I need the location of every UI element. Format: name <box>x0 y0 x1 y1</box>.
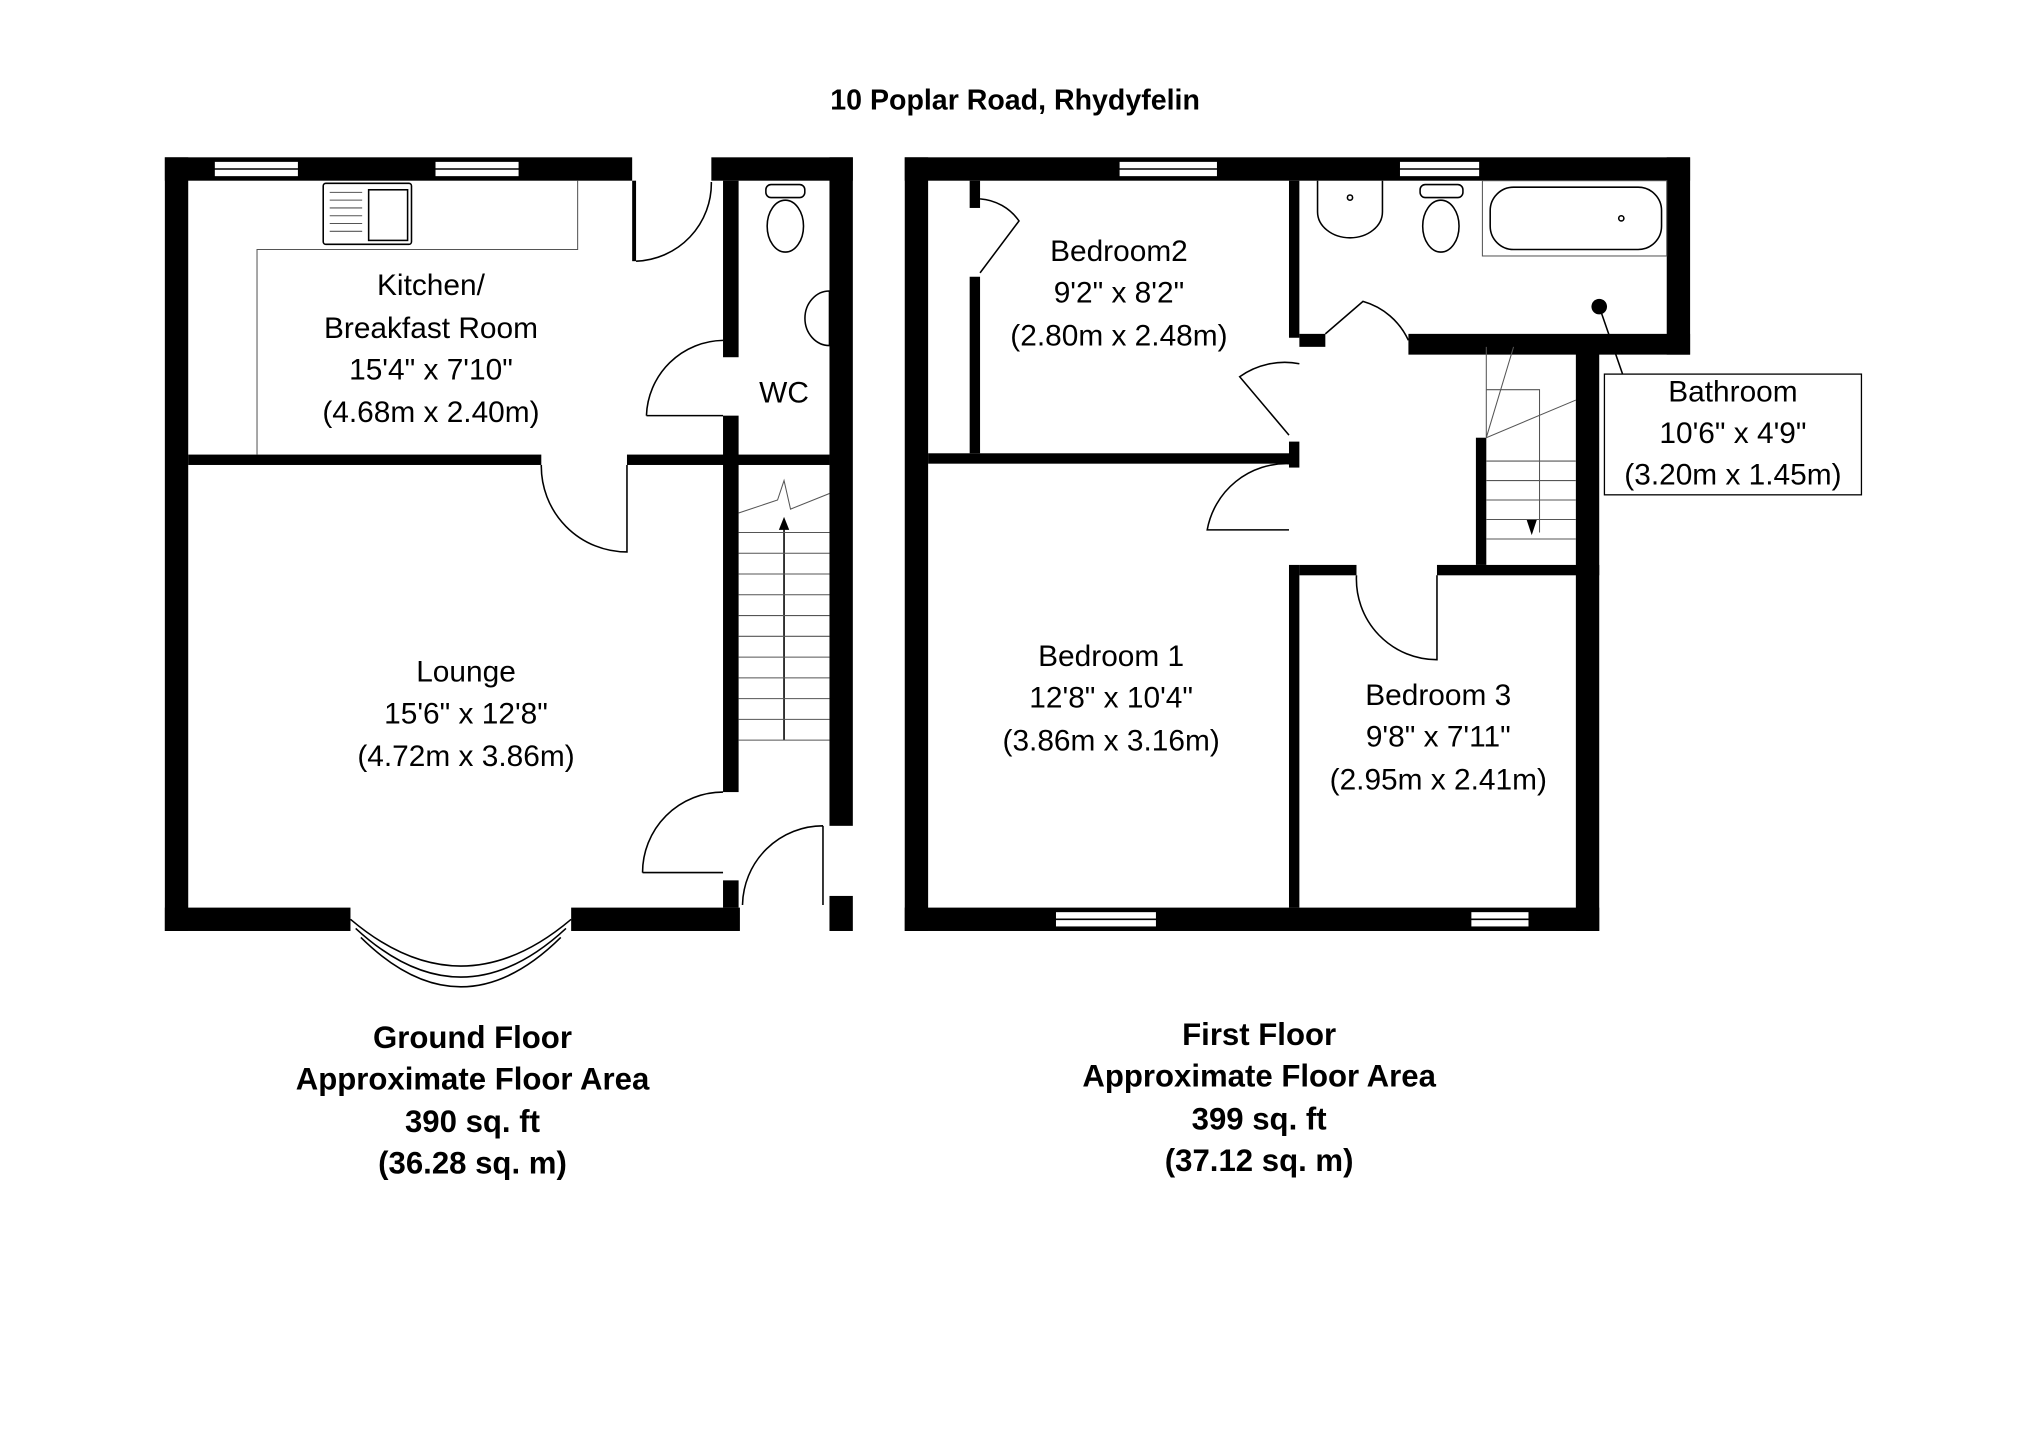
first-floor-plan: Bedroom2 9'2" x 8'2" (2.80m x 2.48m) Bat… <box>904 157 1863 931</box>
room-label-bedroom1: Bedroom 1 12'8" x 10'4" (3.86m x 3.16m) <box>1003 640 1220 757</box>
svg-text:9'2" x 8'2": 9'2" x 8'2" <box>1054 277 1184 310</box>
svg-text:(36.28 sq. m): (36.28 sq. m) <box>378 1146 567 1181</box>
svg-text:Breakfast Room: Breakfast Room <box>324 312 538 345</box>
basin-icon <box>804 290 831 347</box>
kitchen-worktop-icon <box>256 180 579 455</box>
walls <box>904 157 1691 931</box>
svg-text:Bathroom: Bathroom <box>1668 375 1797 408</box>
svg-text:12'8" x 10'4": 12'8" x 10'4" <box>1029 682 1193 715</box>
svg-text:Lounge: Lounge <box>416 656 516 689</box>
svg-text:15'6" x 12'8": 15'6" x 12'8" <box>384 697 548 730</box>
first-floor-caption: First Floor Approximate Floor Area 399 s… <box>1082 1017 1436 1178</box>
room-label-bathroom: Bathroom 10'6" x 4'9" (3.20m x 1.45m) <box>1603 373 1863 496</box>
svg-text:399 sq. ft: 399 sq. ft <box>1192 1102 1327 1137</box>
walls <box>164 157 853 931</box>
svg-text:Bedroom 3: Bedroom 3 <box>1365 679 1511 712</box>
svg-text:(4.72m x 3.86m): (4.72m x 3.86m) <box>357 740 574 773</box>
basin-icon <box>1316 180 1384 239</box>
svg-text:(3.20m x 1.45m): (3.20m x 1.45m) <box>1624 458 1841 491</box>
ground-floor-plan: Kitchen/ Breakfast Room 15'4" x 7'10" (4… <box>164 157 853 988</box>
room-label-bedroom2: Bedroom2 9'2" x 8'2" (2.80m x 2.48m) <box>1010 235 1227 352</box>
plan-title: 10 Poplar Road, Rhydyfelin <box>830 84 1200 116</box>
label-leader-line <box>1598 306 1624 375</box>
svg-text:10'6" x 4'9": 10'6" x 4'9" <box>1659 417 1806 450</box>
svg-text:(3.86m x 3.16m): (3.86m x 3.16m) <box>1003 725 1220 758</box>
svg-text:(37.12 sq. m): (37.12 sq. m) <box>1165 1143 1354 1178</box>
svg-text:First Floor: First Floor <box>1182 1017 1336 1052</box>
svg-text:(2.95m x 2.41m): (2.95m x 2.41m) <box>1330 763 1547 796</box>
svg-text:Kitchen/: Kitchen/ <box>377 269 486 302</box>
svg-text:Approximate Floor Area: Approximate Floor Area <box>1082 1059 1436 1094</box>
svg-text:15'4" x 7'10": 15'4" x 7'10" <box>349 353 513 386</box>
svg-text:(2.80m x 2.48m): (2.80m x 2.48m) <box>1010 320 1227 353</box>
label-box <box>1603 373 1863 496</box>
room-label-bedroom3: Bedroom 3 9'8" x 7'11" (2.95m x 2.41m) <box>1330 679 1547 796</box>
door-icon <box>979 198 1438 661</box>
staircase-icon <box>1485 346 1577 540</box>
svg-text:Ground Floor: Ground Floor <box>373 1020 572 1055</box>
window-icon <box>213 160 520 178</box>
svg-text:Bedroom 1: Bedroom 1 <box>1038 640 1184 673</box>
svg-text:390 sq. ft: 390 sq. ft <box>405 1104 540 1139</box>
toilet-icon <box>765 183 806 253</box>
svg-text:Bedroom2: Bedroom2 <box>1050 235 1188 268</box>
svg-text:(4.68m x 2.40m): (4.68m x 2.40m) <box>322 396 539 429</box>
bay-window-icon <box>349 918 572 988</box>
door-icon <box>540 181 824 906</box>
staircase-icon <box>738 478 830 741</box>
svg-text:9'8" x 7'11": 9'8" x 7'11" <box>1366 721 1511 754</box>
window-icon <box>1054 160 1530 928</box>
bath-icon <box>1481 180 1668 257</box>
room-label-wc: WC <box>759 377 809 410</box>
toilet-icon <box>1419 183 1464 253</box>
room-label-lounge: Lounge 15'6" x 12'8" (4.72m x 3.86m) <box>357 656 574 773</box>
ground-floor-caption: Ground Floor Approximate Floor Area 390 … <box>296 1020 650 1181</box>
room-label-kitchen: Kitchen/ Breakfast Room 15'4" x 7'10" (4… <box>322 269 539 429</box>
svg-text:Approximate Floor Area: Approximate Floor Area <box>296 1061 650 1096</box>
